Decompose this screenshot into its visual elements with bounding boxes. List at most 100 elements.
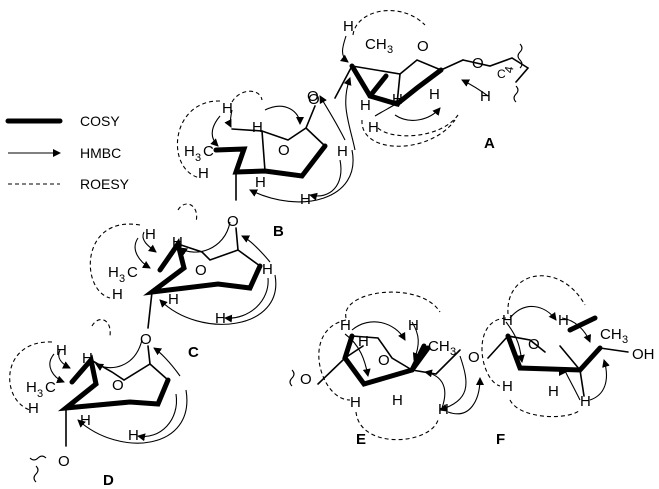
ring-b-glycosidic xyxy=(305,105,316,129)
ring-c-hmbc-2 xyxy=(134,237,151,269)
ring-label-a: A xyxy=(484,135,495,152)
atom-h: H xyxy=(343,18,354,35)
atom-h: H xyxy=(358,333,369,350)
ring-a-cosy-methyl xyxy=(367,73,389,99)
atom-h: H xyxy=(580,393,591,410)
atom-h: H xyxy=(56,342,67,359)
ring-a-aglycone-link xyxy=(462,57,530,83)
atom-sub3: 3 xyxy=(37,388,43,400)
wavy-bond-a1 xyxy=(517,43,523,69)
ring-d-roesy-2 xyxy=(91,319,111,337)
atom-h3c: H xyxy=(26,379,37,396)
atom-h: H xyxy=(368,119,379,136)
ring-b-hmbc-3 xyxy=(264,105,304,125)
ring-c-hmbc-3 xyxy=(224,277,269,323)
ring-b-hmbc-6 xyxy=(319,95,346,141)
ring-a-hmbc-4 xyxy=(394,107,441,121)
atom-h: H xyxy=(172,234,183,251)
wavy-bond-d2 xyxy=(33,465,39,483)
atom-ch3: CH xyxy=(428,338,450,355)
ring-e-hmbc-2 xyxy=(344,333,371,377)
ring-label-c: C xyxy=(188,344,199,361)
ring-b-bonds xyxy=(231,126,326,147)
ring-e-bonds xyxy=(351,335,413,371)
atom-c: C xyxy=(203,143,214,160)
ring-f-hmbc-2 xyxy=(505,321,525,363)
ring-f-bond-h xyxy=(579,369,585,397)
link-hmbc-c-d xyxy=(95,339,143,371)
atom-o: O xyxy=(472,55,484,72)
ring-f-roesy-3 xyxy=(509,399,581,418)
ring-d-hmbc-5 xyxy=(153,347,181,377)
ring-a-bond-c3 xyxy=(396,73,401,105)
wavy-bond-e xyxy=(289,369,295,387)
atom-h: H xyxy=(360,97,371,114)
ring-a-roesy-3 xyxy=(377,114,459,137)
atom-o: O xyxy=(528,336,540,353)
ring-label-b: B xyxy=(273,223,284,240)
atom-h: H xyxy=(28,400,39,417)
atom-h: H xyxy=(215,310,226,327)
atom-four: 4 xyxy=(502,65,517,74)
ring-c-hmbc-1 xyxy=(142,231,157,253)
ring-c-bonds xyxy=(177,243,261,267)
ring-a-hmbc-3 xyxy=(461,79,489,97)
legend-cosy-label: COSY xyxy=(80,113,120,129)
ring-a-bonds xyxy=(351,59,464,75)
ring-f: H O H CH 3 OH H H H F xyxy=(481,275,655,448)
ring-e-roesy-2 xyxy=(318,319,351,401)
atom-h: H xyxy=(558,312,569,329)
ring-f-roesy-2 xyxy=(481,317,507,387)
legend-roesy-label: ROESY xyxy=(80,176,130,192)
atom-o: O xyxy=(307,88,319,105)
atom-h: H xyxy=(145,226,156,243)
ring-d: H H H 3 C O H H H O D xyxy=(9,319,188,489)
atom-h: H xyxy=(350,394,361,411)
atom-h: H xyxy=(429,86,440,103)
ring-e-hmbc-5 xyxy=(447,377,484,415)
ring-f-hmbc-4 xyxy=(589,359,610,401)
wavy-bond-d1 xyxy=(29,455,47,461)
ring-e: O H H O H CH 3 H H H O E xyxy=(289,291,484,448)
ring-b-cosy xyxy=(213,143,328,179)
ring-f-hmbc-3 xyxy=(561,317,591,343)
atom-c: C xyxy=(497,67,506,81)
atom-h: H xyxy=(255,174,266,191)
ring-b-roesy-2 xyxy=(231,90,263,103)
atom-h: H xyxy=(480,88,491,105)
ring-c-roesy-2 xyxy=(177,203,198,223)
ring-f-bonds xyxy=(487,335,546,359)
atom-h: H xyxy=(392,392,403,409)
ring-d-hmbc-3 xyxy=(137,393,178,442)
ring-f-cosy xyxy=(505,333,603,373)
atom-h: H xyxy=(340,317,351,334)
ring-e-link xyxy=(317,345,364,385)
ring-a-hmbc-1 xyxy=(340,35,349,63)
atom-c: C xyxy=(45,379,56,396)
ring-b-hmbc-to-a xyxy=(343,77,356,151)
atom-c: C xyxy=(127,264,138,281)
atom-ch3: CH xyxy=(600,326,622,343)
atom-sub3: 3 xyxy=(387,44,393,56)
ring-c-roesy-1 xyxy=(89,223,141,299)
atom-o: O xyxy=(112,377,124,394)
legend: COSY HMBC ROESY xyxy=(5,113,130,192)
atom-ch3: CH xyxy=(365,36,387,53)
atom-h: H xyxy=(168,291,179,308)
ring-e-hmbc-3 xyxy=(411,321,421,361)
ring-e-hmbc-4 xyxy=(424,369,446,409)
atom-sub3: 3 xyxy=(450,346,456,358)
ring-f-bond-c4 xyxy=(559,345,581,371)
ring-b-bond-c3 xyxy=(261,130,266,172)
atom-sub3: 3 xyxy=(119,273,125,285)
ring-label-d: D xyxy=(103,472,114,489)
ring-c-hmbc-5 xyxy=(241,235,271,263)
atom-h: H xyxy=(502,312,513,329)
atom-sub3: 3 xyxy=(195,152,201,164)
atom-h3c: H xyxy=(108,264,119,281)
atom-o: O xyxy=(468,349,480,366)
wavy-bond-a2 xyxy=(513,85,519,103)
ring-c: H H H 3 C O H H H H O C xyxy=(89,203,277,361)
atom-o: O xyxy=(300,371,312,388)
